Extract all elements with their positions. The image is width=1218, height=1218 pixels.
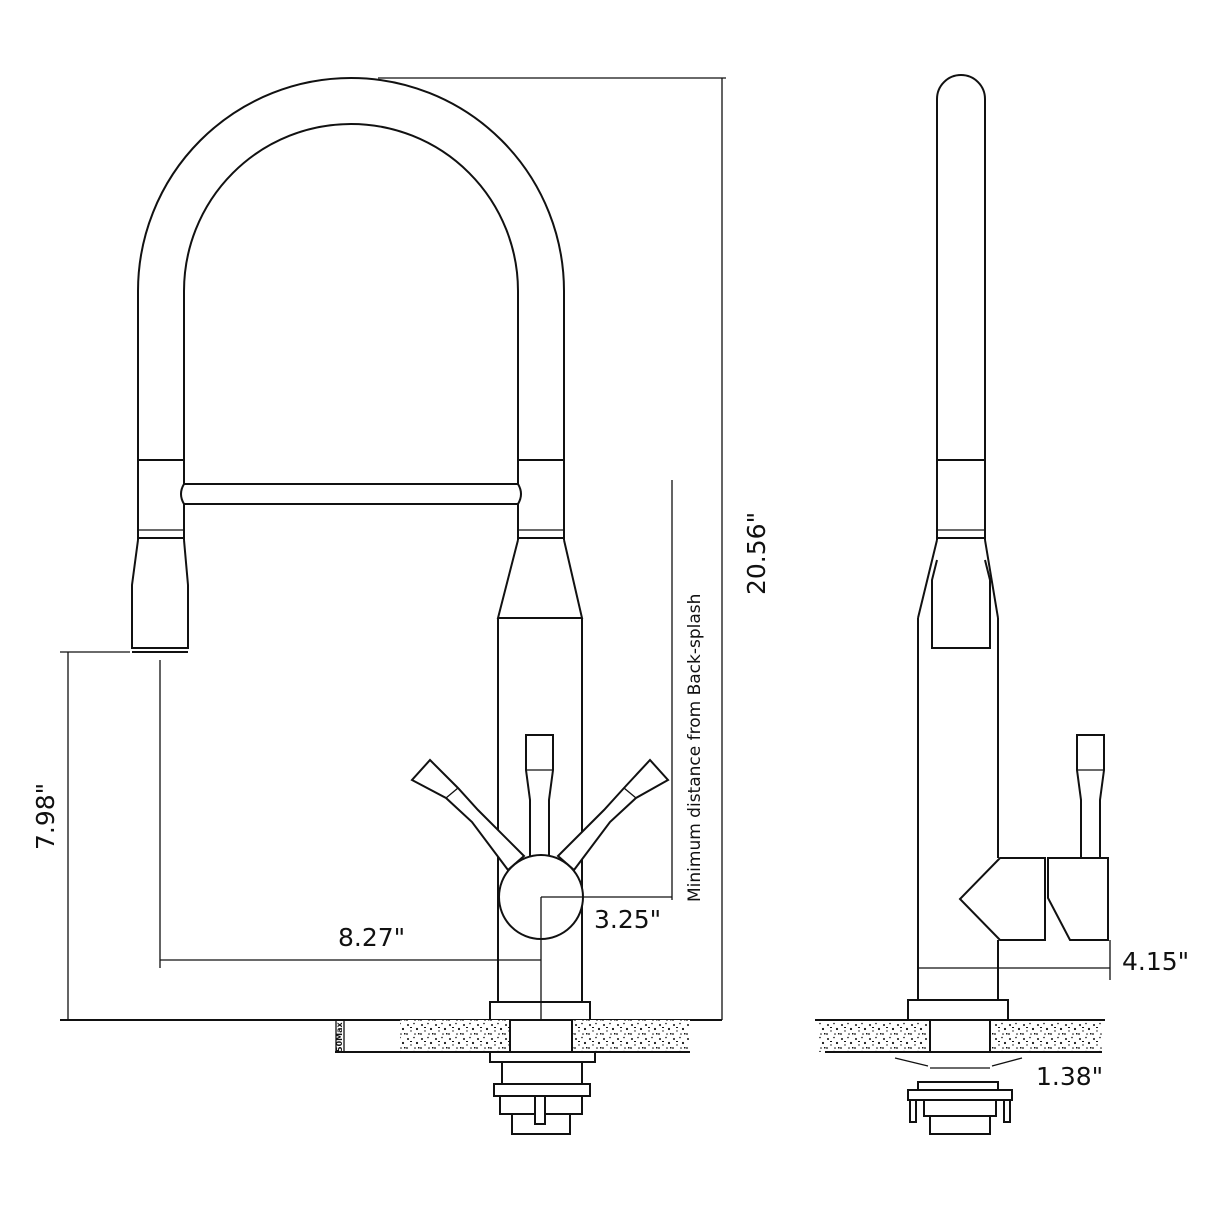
side-spout bbox=[936, 74, 986, 540]
spout-arch bbox=[137, 77, 565, 540]
dimension-lines-side bbox=[894, 940, 1111, 1069]
crossbar bbox=[180, 483, 522, 505]
front-view: 50Max 20.56" 7.98" 8.27" 3.25" Minimum d… bbox=[31, 77, 771, 1135]
right-collar bbox=[518, 459, 564, 539]
countertop-side bbox=[815, 1019, 1105, 1053]
side-lever bbox=[958, 734, 1109, 941]
hole-diameter-label: 1.38" bbox=[1036, 1062, 1103, 1091]
countertop-front: 50Max bbox=[60, 1019, 722, 1053]
side-view: 4.15" 1.38" bbox=[815, 74, 1189, 1135]
total-height-label: 20.56" bbox=[742, 512, 771, 595]
backsplash-distance-label: 3.25" bbox=[594, 905, 661, 934]
mounting-hardware-side bbox=[907, 1081, 1013, 1135]
side-depth-label: 4.15" bbox=[1122, 947, 1189, 976]
left-collar bbox=[138, 459, 184, 539]
spray-head bbox=[131, 539, 189, 653]
spout-height-label: 7.98" bbox=[31, 783, 60, 850]
counter-thickness-label: 50Max bbox=[335, 1022, 344, 1052]
spout-reach-label: 8.27" bbox=[338, 923, 405, 952]
backsplash-note: Minimum distance from Back-splash bbox=[685, 594, 705, 902]
dimension-lines-front bbox=[60, 77, 726, 1020]
mounting-hardware-front bbox=[489, 1051, 596, 1135]
